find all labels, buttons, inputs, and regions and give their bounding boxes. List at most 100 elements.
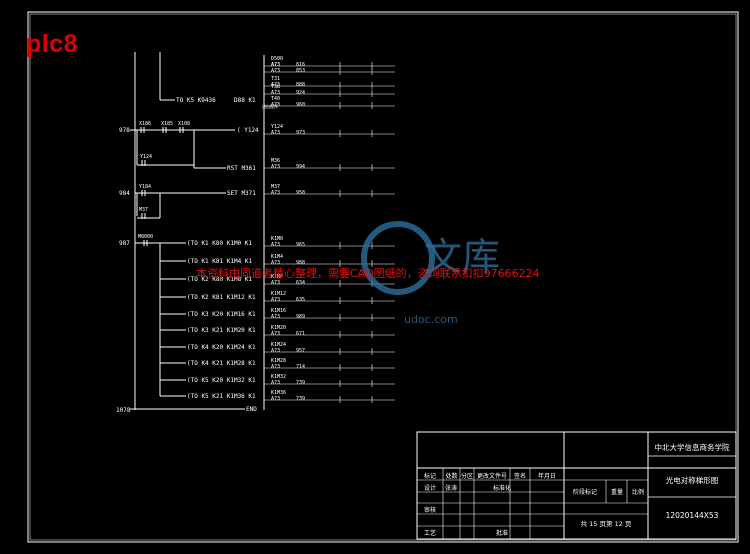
data-sub-12: A73 [271,314,280,320]
data-val-5: 973 [296,130,305,136]
coil-label-y124: ( Y124 ) [237,127,266,134]
data-tag-1: A73 [271,62,280,68]
data-sub-10: A73 [271,280,280,286]
data-tag-2: T31 [271,76,280,82]
data-tag-16: K1M32 [271,374,286,380]
coil-to-2: (TO K2 K80 K1M8 K1 [187,276,252,283]
coil-label-rst: RST M361 [227,165,256,172]
data-val-4: 960 [296,102,305,108]
inner-frame [29,13,737,541]
outer-frame [27,11,739,543]
coil-to-1: (TO K1 K81 K1M4 K1 [187,258,252,265]
data-sub-15: A73 [271,364,280,370]
tb-header-1: 处数 [445,472,457,480]
tb-drawing-no: 12020144X53 [666,511,719,520]
data-val-3: 924 [296,90,305,96]
data-val-10: 634 [296,280,305,286]
coil-to-6: (TO K4 K20 K1M24 K1 [187,344,256,351]
tb-header-2: 分区 [461,472,473,480]
data-val-8: 965 [296,242,305,248]
data-sub-16: A73 [271,380,280,386]
coil-to-8: (TO K5 K20 K1M32 K1 [187,377,256,384]
watermark-text: 本资料由同道者精心整理，需要CAD图纸的，咨询联系扣扣97666224 [196,267,540,280]
data-val-16: 739 [296,380,305,386]
data-val-2: 888 [296,82,305,88]
tb-sheet-info: 共 15 页第 12 页 [581,519,632,528]
data-tag-15: K1M28 [271,358,286,364]
data-val-15: 714 [296,364,305,370]
logo-ring [361,221,435,295]
tb-header-3: 更改文件号 [477,472,507,480]
data-tag-5: Y124 [271,124,283,130]
data-tag-10: K1M8 [271,274,283,280]
coil-label-top: TO K5 K9436 [176,97,216,104]
data-tag-17: K1M36 [271,390,286,396]
rung-number-987: 987 [119,240,130,247]
tb-header-5: 年月日 [538,472,556,480]
data-val-1: 853 [296,68,305,74]
coil-to-3: (TO K2 K81 K1M12 K1 [187,294,256,301]
coil-to-5: (TO K3 K21 K1M20 K1 [187,327,256,334]
contact-label-X108: X108 [178,121,190,127]
data-tag-12: K1M16 [271,308,286,314]
tb-weight: 重量 [611,488,623,496]
logo-cn: 文库 [424,235,500,279]
tb-review: 审核 [424,506,436,514]
rung-number-978: 978 [119,127,130,134]
data-sub-9: A73 [271,260,280,266]
tb-designer: 张涛 [445,484,457,492]
data-tag-0: D500 [271,56,283,62]
contact-label-X185: X185 [161,121,173,127]
coil-label-set: SET M371 [227,190,256,197]
data-tag-9: K1M4 [271,254,283,260]
data-sub-17: A73 [271,396,280,402]
data-sub-5: A73 [271,130,280,136]
data-val-6: 994 [296,164,305,170]
tb-design: 设计 [424,484,436,492]
data-sub-2: A73 [271,82,280,88]
contact-label-X186: X186 [139,121,151,127]
tb-header-4: 签名 [514,472,526,480]
tb-header-0: 标记 [424,472,436,480]
data-val-9: 988 [296,260,305,266]
contact-label-m37: M37 [139,207,148,213]
data-tag-13: K1M20 [271,325,286,331]
tb-title: 光电对称梯形图 [666,475,719,485]
data-sub-6: A73 [271,164,280,170]
data-tag-14: K1M24 [271,342,286,348]
data-tag-6: M36 [271,158,280,164]
data-val-12: 989 [296,314,305,320]
data-sub-11: A73 [271,297,280,303]
data-sub-0: A73 [271,62,280,68]
tb-scale: 比例 [632,488,644,496]
contact-label-y124-984: Y184 [139,184,151,190]
data-tag-7: M37 [271,184,280,190]
data-sub-7: A73 [271,190,280,196]
label-tag: plc8 [26,30,79,58]
data-val-11: 635 [296,297,305,303]
data-val-0: 816 [296,62,305,68]
end-label: END [246,406,257,413]
data-sub-13: A73 [271,331,280,337]
tb-school: 中北大学信息商务学院 [655,442,730,452]
rung-number-984: 984 [119,190,130,197]
data-val-7: 958 [296,190,305,196]
data-sub-1: A73 [271,68,280,74]
tb-approve: 批准 [496,529,508,537]
rung-number-end: 1078 [116,407,131,414]
data-sub-8: A73 [271,242,280,248]
coil-to-4: (TO K3 K20 K1M16 K1 [187,311,256,318]
data-val-17: 739 [296,396,305,402]
data-val-14: 957 [296,348,305,354]
data-sub-3: A73 [271,90,280,96]
data-sub-4: A73 [271,102,280,108]
contact-label-m8000: M8000 [138,234,153,240]
data-tag-4: T40 [271,96,280,102]
contact-label-y124-seal: Y124 [140,154,152,160]
coil-to-9: (TO K5 K21 K1M36 K1 [187,393,256,400]
tb-stage-mark: 阶段标记 [573,488,597,496]
data-tag-11: K1M12 [271,291,286,297]
data-val-13: 671 [296,331,305,337]
